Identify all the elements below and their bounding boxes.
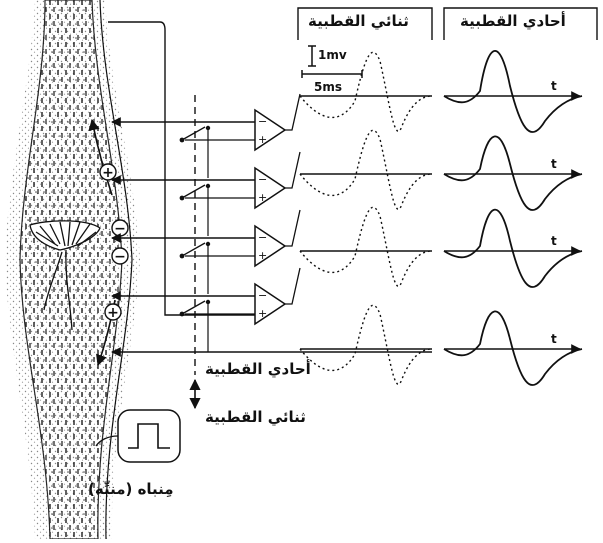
charge-sign-4: + xyxy=(104,303,122,321)
amplifier-plus: + xyxy=(258,249,267,262)
amplifier-2: −+ xyxy=(179,151,301,236)
stimulator xyxy=(95,409,181,463)
bipolar-trace-4 xyxy=(299,304,433,385)
nerve-terminal xyxy=(29,220,101,331)
switch-blade xyxy=(181,242,206,257)
charge-sign-text: + xyxy=(107,305,119,321)
header-monopolar: أحادي القطبية xyxy=(460,12,566,30)
charge-sign-text: + xyxy=(102,165,114,181)
switch-blade xyxy=(181,300,206,315)
amplifier-triangle xyxy=(254,282,287,326)
amplifiers: −+−+−+−+ xyxy=(179,93,301,352)
amplifier-3: −+ xyxy=(179,209,301,294)
scale-voltage-label: 1mv xyxy=(318,48,347,62)
amplifier-output xyxy=(285,93,301,131)
time-axis-label-2: t xyxy=(551,157,557,171)
monopolar-trace-4 xyxy=(443,310,583,386)
amplifier-output xyxy=(285,151,301,189)
charge-sign-3: − xyxy=(111,247,129,265)
charge-sign-2: − xyxy=(111,219,129,237)
monopolar-trace-3 xyxy=(443,208,583,288)
monopolar-trace-2 xyxy=(443,135,583,211)
amplifier-minus: − xyxy=(258,231,267,244)
amplifier-minus: − xyxy=(258,173,267,186)
header-bracket-bipolar xyxy=(297,7,433,40)
amplifier-triangle xyxy=(254,166,287,210)
switch-blade xyxy=(181,184,206,199)
time-axis-label-4: t xyxy=(551,332,557,346)
stimulator-label: مِنباه (منبِّه) xyxy=(88,480,174,498)
charge-sign-text: − xyxy=(114,221,126,237)
amplifier-1: −+ xyxy=(179,93,301,178)
amplifier-plus: + xyxy=(258,191,267,204)
amplifier-output xyxy=(285,209,301,247)
charge-sign-text: − xyxy=(114,249,126,265)
amplifier-4: −+ xyxy=(179,267,301,352)
bipolar-trace-3 xyxy=(299,206,433,287)
label-monopolar: أحادي القطبية xyxy=(205,360,311,378)
amplifier-plus: + xyxy=(258,133,267,146)
time-axis-label-3: t xyxy=(551,234,557,248)
charge-sign-1: + xyxy=(99,163,117,181)
amplifier-triangle xyxy=(254,108,287,152)
header-bipolar: ثنائي القطبية xyxy=(308,12,409,30)
waveforms xyxy=(299,50,583,386)
amplifier-minus: − xyxy=(258,115,267,128)
bipolar-trace-2 xyxy=(299,129,433,210)
amplifier-plus: + xyxy=(258,307,267,320)
amplifier-minus: − xyxy=(258,289,267,302)
time-axis-label-1: t xyxy=(551,79,557,93)
electrode-leads xyxy=(111,117,432,357)
charge-sign-circle xyxy=(111,247,129,265)
header-bracket-monopolar xyxy=(443,7,598,40)
charge-sign-circle xyxy=(104,303,122,321)
amplifier-triangle xyxy=(254,224,287,268)
membrane-line xyxy=(99,0,133,540)
charge-signs: + − − + xyxy=(99,163,129,321)
scale-time-label: 5ms xyxy=(314,80,342,94)
amplifier-output xyxy=(285,267,301,305)
reference-wire xyxy=(108,21,265,316)
scale-bars xyxy=(301,45,363,78)
switch-blade xyxy=(181,126,206,141)
monopolar-trace-1 xyxy=(443,50,583,133)
label-bipolar: ثنائي القطبية xyxy=(205,408,306,426)
